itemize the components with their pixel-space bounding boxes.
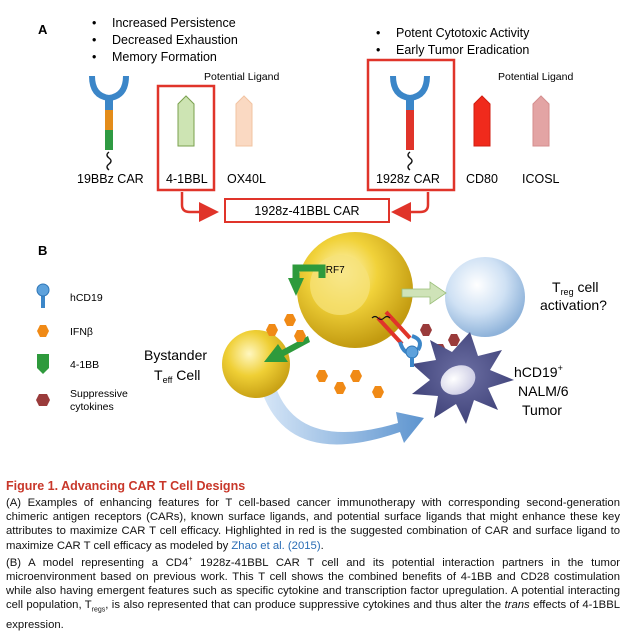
panel-a-label: A — [38, 22, 48, 37]
highlight-box-1928z — [366, 58, 456, 192]
hcd19-icon — [36, 283, 50, 308]
combined-car-box — [224, 198, 390, 223]
ifnb-hexagon — [334, 382, 346, 394]
potential-ligand-left: Potential Ligand — [204, 71, 279, 83]
nalm6-label: NALM/6 — [518, 383, 569, 399]
bullet-dot: • — [376, 43, 380, 57]
treg-label: Treg cell — [552, 279, 598, 297]
label-cd80: CD80 — [466, 172, 498, 186]
figure-panels: A • Increased Persistence • Decreased Ex… — [36, 16, 607, 445]
ifnb-molecules — [266, 314, 384, 398]
irf7-nucleus — [310, 255, 370, 315]
bullet-dot: • — [376, 26, 380, 40]
legend-ifnb: IFNβ — [70, 326, 93, 338]
legend: hCD19 IFNβ 4-1BB Suppressive cytokines — [36, 283, 128, 413]
tumor-nucleus — [440, 365, 476, 395]
caption-b-sub: regs — [91, 606, 106, 614]
label-41bbl: 4-1BBL — [166, 172, 208, 186]
caption-b-sup: + — [188, 555, 193, 563]
legend-41bb: 4-1BB — [70, 359, 99, 371]
arrow-from-1928z — [391, 192, 430, 222]
left-bullet-list: • Increased Persistence • Decreased Exha… — [92, 16, 238, 64]
41bb-loop-head — [288, 278, 304, 296]
ifnb-hexagon — [284, 314, 296, 326]
car-1928z-icon — [390, 75, 430, 171]
figure-caption: Figure 1. Advancing CAR T Cell Designs (… — [6, 479, 620, 632]
bullet-text: Memory Formation — [112, 50, 217, 64]
label-1928z-car: 1928z CAR — [376, 172, 440, 186]
caption-b-text3: , is also represented that can produce s… — [105, 599, 505, 612]
highlight-box-41bbl — [156, 84, 216, 192]
ifnb-hexagon — [372, 386, 384, 398]
hcd19-tumor-label: hCD19+ — [514, 363, 563, 380]
ifnb-hexagon — [316, 370, 328, 382]
right-bullet-list: • Potent Cytotoxic Activity • Early Tumo… — [376, 26, 530, 57]
potential-ligand-right: Potential Ligand — [498, 71, 573, 83]
bullet-text: Early Tumor Eradication — [396, 43, 529, 57]
label-icosl: ICOSL — [522, 172, 560, 186]
label-ox40l: OX40L — [227, 172, 266, 186]
reference-link[interactable]: Zhao et al. (2015) — [231, 539, 321, 552]
suppressive-hexagon — [420, 324, 432, 336]
bullet-text: Decreased Exhaustion — [112, 33, 238, 47]
combined-car-label: 1928z-41BBL CAR — [254, 204, 359, 218]
bullet-text: Increased Persistence — [112, 16, 236, 30]
bystander-teff-cell — [222, 330, 290, 398]
suppressive-cytokine-icon — [36, 394, 50, 406]
bullet-dot: • — [92, 16, 96, 30]
caption-title: Figure 1. Advancing CAR T Cell Designs — [6, 479, 246, 493]
ifnb-hexagon — [294, 330, 306, 342]
car-synapse-icon — [371, 310, 422, 367]
41bb-icon — [37, 354, 49, 374]
ligand-icosl-icon — [532, 95, 550, 147]
caption-a-end: . — [320, 539, 324, 552]
bullet-dot: • — [92, 33, 96, 47]
41bb-arrow-bystander — [264, 336, 310, 362]
arrow-from-41bbl — [180, 192, 219, 222]
curved-blue-arrow — [262, 388, 424, 445]
treg-label-line2: activation? — [540, 297, 607, 313]
legend-hcd19: hCD19 — [70, 292, 103, 304]
caption-b-text2: 1928z-41BBL CAR T cell and its potential… — [6, 556, 620, 612]
bystander-label: Bystander — [144, 347, 207, 363]
label-19bbz-car: 19BBz CAR — [77, 172, 144, 186]
41bb-arrow-treg — [401, 281, 447, 305]
car-19bbz-icon — [89, 75, 129, 171]
ligand-ox40l-icon — [235, 95, 253, 147]
panel-b-label: B — [38, 243, 47, 258]
legend-suppressive: Suppressive — [70, 388, 128, 400]
teff-label: Teff Cell — [154, 367, 200, 385]
caption-panel-b: (B) A model representing a CD4+ 1928z-41… — [6, 553, 620, 632]
caption-panel-a: (A) Examples of enhancing features for T… — [6, 496, 620, 553]
suppressive-hexagon — [448, 334, 460, 346]
41bb-loop-arrow — [292, 264, 326, 280]
ifnb-icon — [37, 325, 49, 337]
caption-a-text: (A) Examples of enhancing features for T… — [6, 497, 620, 552]
irf7-label: IRF7 — [323, 265, 345, 276]
caption-b-text4: effects of 4-1BBL expression. — [6, 599, 621, 631]
caption-b-ital: trans — [504, 599, 530, 612]
bullet-text: Potent Cytotoxic Activity — [396, 26, 530, 40]
treg-cell — [445, 257, 525, 337]
caption-b-text1: (B) A model representing a CD4 — [6, 556, 189, 569]
ligand-cd80-icon — [473, 95, 491, 147]
ifnb-hexagon — [350, 370, 362, 382]
tumor-label: Tumor — [522, 402, 562, 418]
bullet-dot: • — [92, 50, 96, 64]
legend-cytokines: cytokines — [70, 401, 114, 413]
ligand-41bbl-icon — [177, 95, 195, 147]
ifnb-hexagon — [266, 324, 278, 336]
